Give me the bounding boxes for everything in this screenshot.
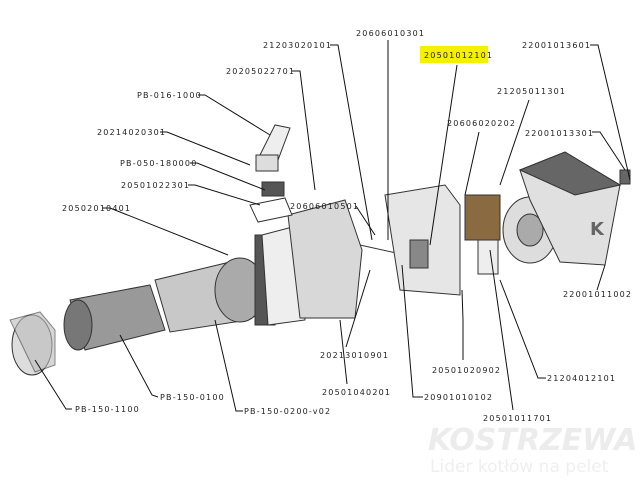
part-labels: 21203020101 20606010301 20501012101 2200… [62, 29, 632, 423]
part-label[interactable]: 20214020301 [97, 128, 166, 137]
part-label[interactable]: PB-150-1100 [75, 405, 140, 414]
part-label[interactable]: PB-150-0100 [160, 393, 225, 402]
igniter [261, 181, 285, 197]
part-label[interactable]: 20606010301 [356, 29, 425, 38]
part-label[interactable]: 21203020101 [263, 41, 332, 50]
part-label[interactable]: 22001011002 [563, 290, 632, 299]
parts: K [9, 124, 631, 376]
watermark-logo: KOSTRZEWA Lider kotłów na pelet [428, 423, 638, 477]
part-label[interactable]: 21204012101 [547, 374, 616, 383]
part-label[interactable]: 22001013601 [522, 41, 591, 50]
part-label[interactable]: 22001013301 [525, 129, 594, 138]
cover-k-logo: K [590, 219, 605, 240]
part-label[interactable]: 20205022701 [226, 67, 295, 76]
part-label-highlighted[interactable]: 20501012101 [424, 51, 493, 60]
part-label[interactable]: 20213010901 [320, 351, 389, 360]
watermark-brand: KOSTRZEWA [428, 423, 638, 458]
part-label[interactable]: PB-016-1000 [137, 91, 202, 100]
part-label[interactable]: 20501020902 [432, 366, 501, 375]
highlight-box [420, 46, 488, 63]
part-label[interactable]: 20501011701 [483, 414, 552, 423]
part-label[interactable]: 21205011301 [497, 87, 566, 96]
part-label[interactable]: 20901010102 [424, 393, 493, 402]
burner-housing [287, 199, 363, 319]
part-label[interactable]: PB-150-0200-v02 [244, 407, 331, 416]
gasket [249, 197, 293, 223]
part-label[interactable]: PB-050-180000 [120, 159, 198, 168]
part-label[interactable]: 20501022301 [121, 181, 190, 190]
leader-lines [34, 40, 631, 412]
part-label[interactable]: 20606020202 [447, 119, 516, 128]
watermark-tagline: Lider kotłów na pelet [430, 457, 609, 477]
part-label[interactable]: 20606010501 [290, 202, 359, 211]
part-label[interactable]: 20501040201 [322, 388, 391, 397]
part-label[interactable]: 20502010401 [62, 204, 131, 213]
motor [464, 194, 501, 241]
